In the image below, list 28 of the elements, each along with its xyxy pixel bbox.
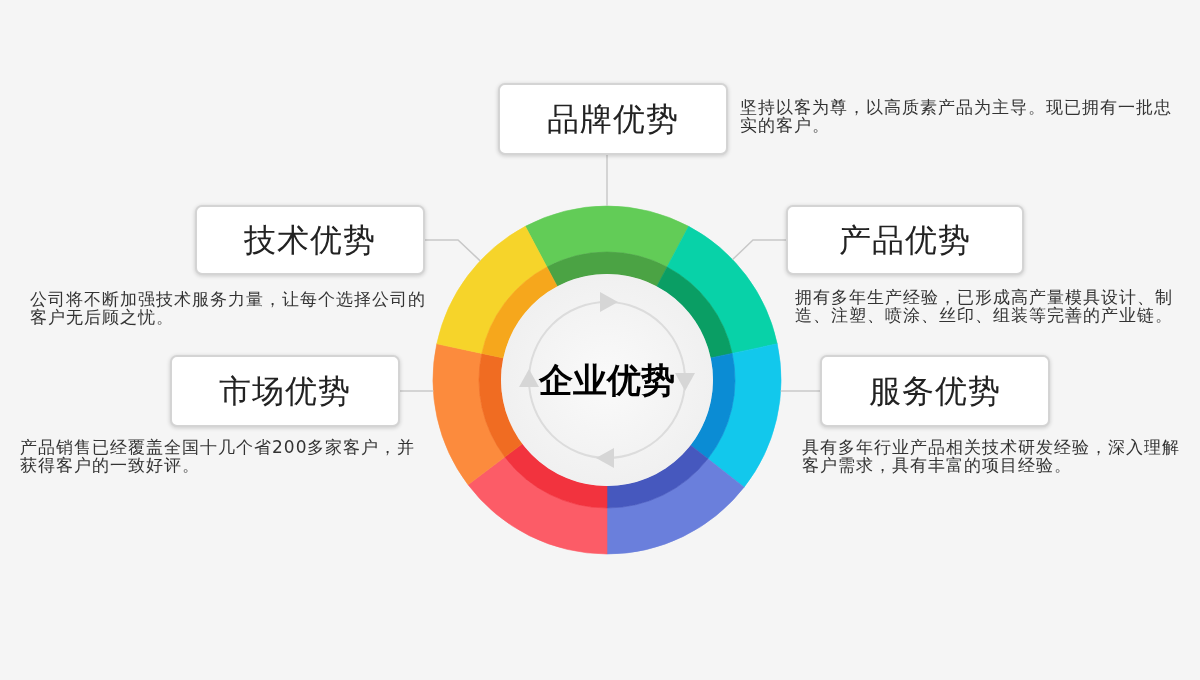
ring-segment (690, 343, 782, 488)
description-text: 产品销售已经覆盖全国十几个省200多家客户，并获得客户的一致好评。 (20, 438, 417, 474)
leader-line (424, 239, 481, 262)
ring-segment (656, 226, 778, 359)
leader-line (606, 154, 608, 207)
description-text: 具有多年行业产品相关技术研发经验，深入理解客户需求，具有丰富的项目经验。 (802, 438, 1181, 474)
ring-segment (467, 443, 608, 555)
ring-segment (432, 343, 523, 486)
heading-text: 技术优势 (244, 221, 376, 259)
heading-text: 服务优势 (869, 372, 1001, 410)
heading-card (170, 355, 400, 427)
leader-line (399, 390, 435, 392)
heading-text: 市场优势 (219, 372, 351, 410)
leader-line (731, 239, 787, 261)
ring-segment (436, 226, 558, 359)
ring-segment (606, 444, 745, 555)
heading-card (820, 355, 1050, 427)
heading-card (195, 205, 425, 275)
description-text: 公司将不断加强技术服务力量，让每个选择公司的客户无后顾之忧。 (30, 290, 427, 326)
heading-text: 产品优势 (839, 221, 971, 259)
heading-card (498, 83, 728, 155)
description-text: 拥有多年生产经验，已形成高产量模具设计、制造、注塑、喷涂、丝印、组装等完善的产业链。 (795, 288, 1174, 324)
center-title: 企业优势 (539, 360, 675, 400)
heading-text: 品牌优势 (547, 100, 679, 138)
heading-card (786, 205, 1024, 275)
leader-line (779, 390, 821, 392)
ring-segment (525, 205, 689, 287)
description-text: 坚持以客为尊，以高质素产品为主导。现已拥有一批忠实的客户。 (740, 98, 1173, 134)
